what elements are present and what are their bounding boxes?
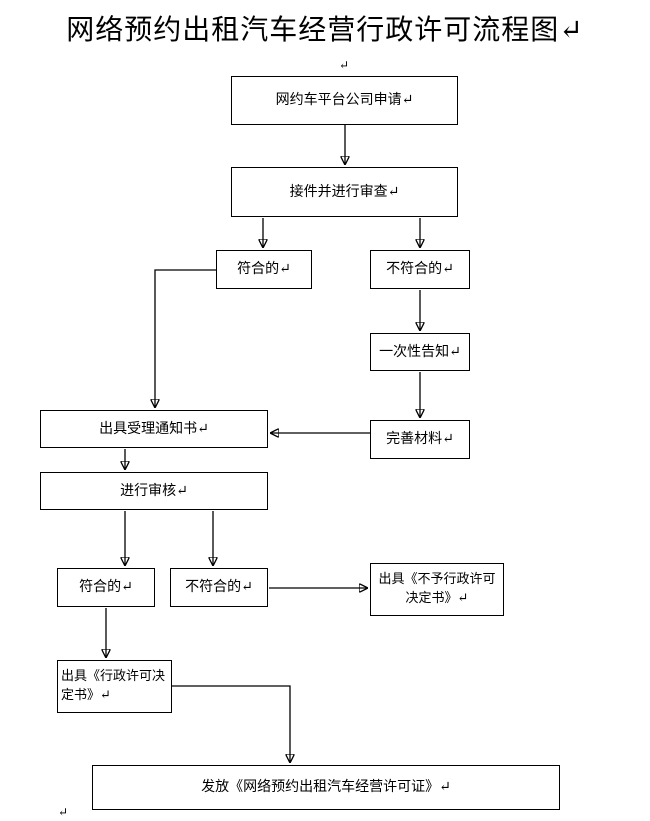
flow-node-intake-review: 接件并进行审查↵ [231,167,458,217]
flow-node-one-time-notice-label: 一次性告知↵ [379,343,461,360]
paragraph-mark: ↵ [58,805,69,819]
flow-node-approval-decision: 出具《行政许可决定书》↵ [57,660,172,713]
flow-node-apply: 网约车平台公司申请↵ [231,76,458,125]
flow-node-intake-review-label: 接件并进行审查↵ [289,183,400,200]
flow-node-conduct-review-label: 进行审核↵ [120,482,188,499]
connector-compliant1-to-acceptance [155,269,216,407]
flow-node-issue-license-label: 发放《网络预约出租汽车经营许可证》↵ [201,779,451,796]
flow-node-denial-decision: 出具《不予行政许可决定书》↵ [370,563,504,616]
flow-node-complete-materials-label: 完善材料↵ [386,431,454,448]
flow-node-noncompliant-second: 不符合的↵ [170,568,268,607]
flow-node-acceptance-notice-label: 出具受理通知书↵ [99,420,209,437]
flow-node-denial-decision-label: 出具《不予行政许可决定书》↵ [378,571,496,606]
flow-node-acceptance-notice: 出具受理通知书↵ [40,410,268,448]
connector-approval-to-issue [172,685,290,762]
flow-node-apply-label: 网约车平台公司申请↵ [275,92,414,109]
flow-node-issue-license: 发放《网络预约出租汽车经营许可证》↵ [92,765,560,810]
flow-node-noncompliant-first-label: 不符合的↵ [386,261,454,278]
paragraph-mark: ↵ [339,58,350,72]
flow-node-one-time-notice: 一次性告知↵ [370,333,470,371]
page-title: 网络预约出租汽车经营行政许可流程图↵ [66,13,584,46]
flow-node-approval-decision-label: 出具《行政许可决定书》↵ [61,668,166,703]
flow-node-compliant-second: 符合的↵ [57,568,155,607]
flow-node-compliant-first: 符合的↵ [216,250,312,289]
flow-node-compliant-second-label: 符合的↵ [79,579,133,596]
flow-node-conduct-review: 进行审核↵ [40,472,268,510]
flow-node-complete-materials: 完善材料↵ [370,420,470,459]
flow-node-noncompliant-first: 不符合的↵ [370,250,470,289]
flow-node-noncompliant-second-label: 不符合的↵ [185,579,253,596]
flow-node-compliant-first-label: 符合的↵ [237,261,291,278]
